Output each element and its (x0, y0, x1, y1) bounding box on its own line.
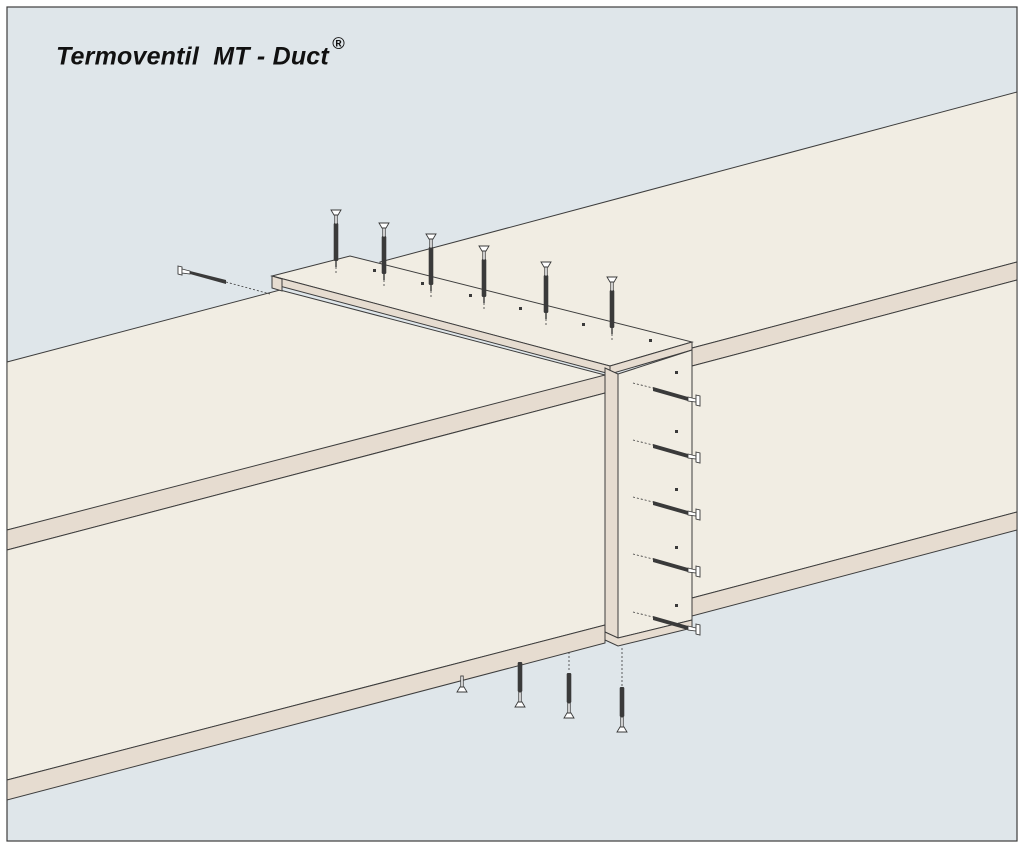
collar-side-plate-edge (604, 367, 619, 639)
left-duct-bottom-edge (6, 624, 606, 801)
screw-icon (177, 265, 271, 295)
collar-left-corner (271, 275, 283, 292)
pilot-hole-icon (373, 269, 652, 342)
registered-mark: ® (331, 34, 345, 53)
title-text: Termoventil MT - Duct (56, 42, 329, 71)
pilot-hole-icon (675, 371, 678, 607)
collar-bottom-edge (604, 619, 693, 647)
diagram-title: Termoventil MT - Duct® (56, 34, 345, 71)
screw-icon (563, 652, 575, 719)
collar-side-plate (617, 349, 693, 639)
screw-icon (456, 675, 468, 693)
